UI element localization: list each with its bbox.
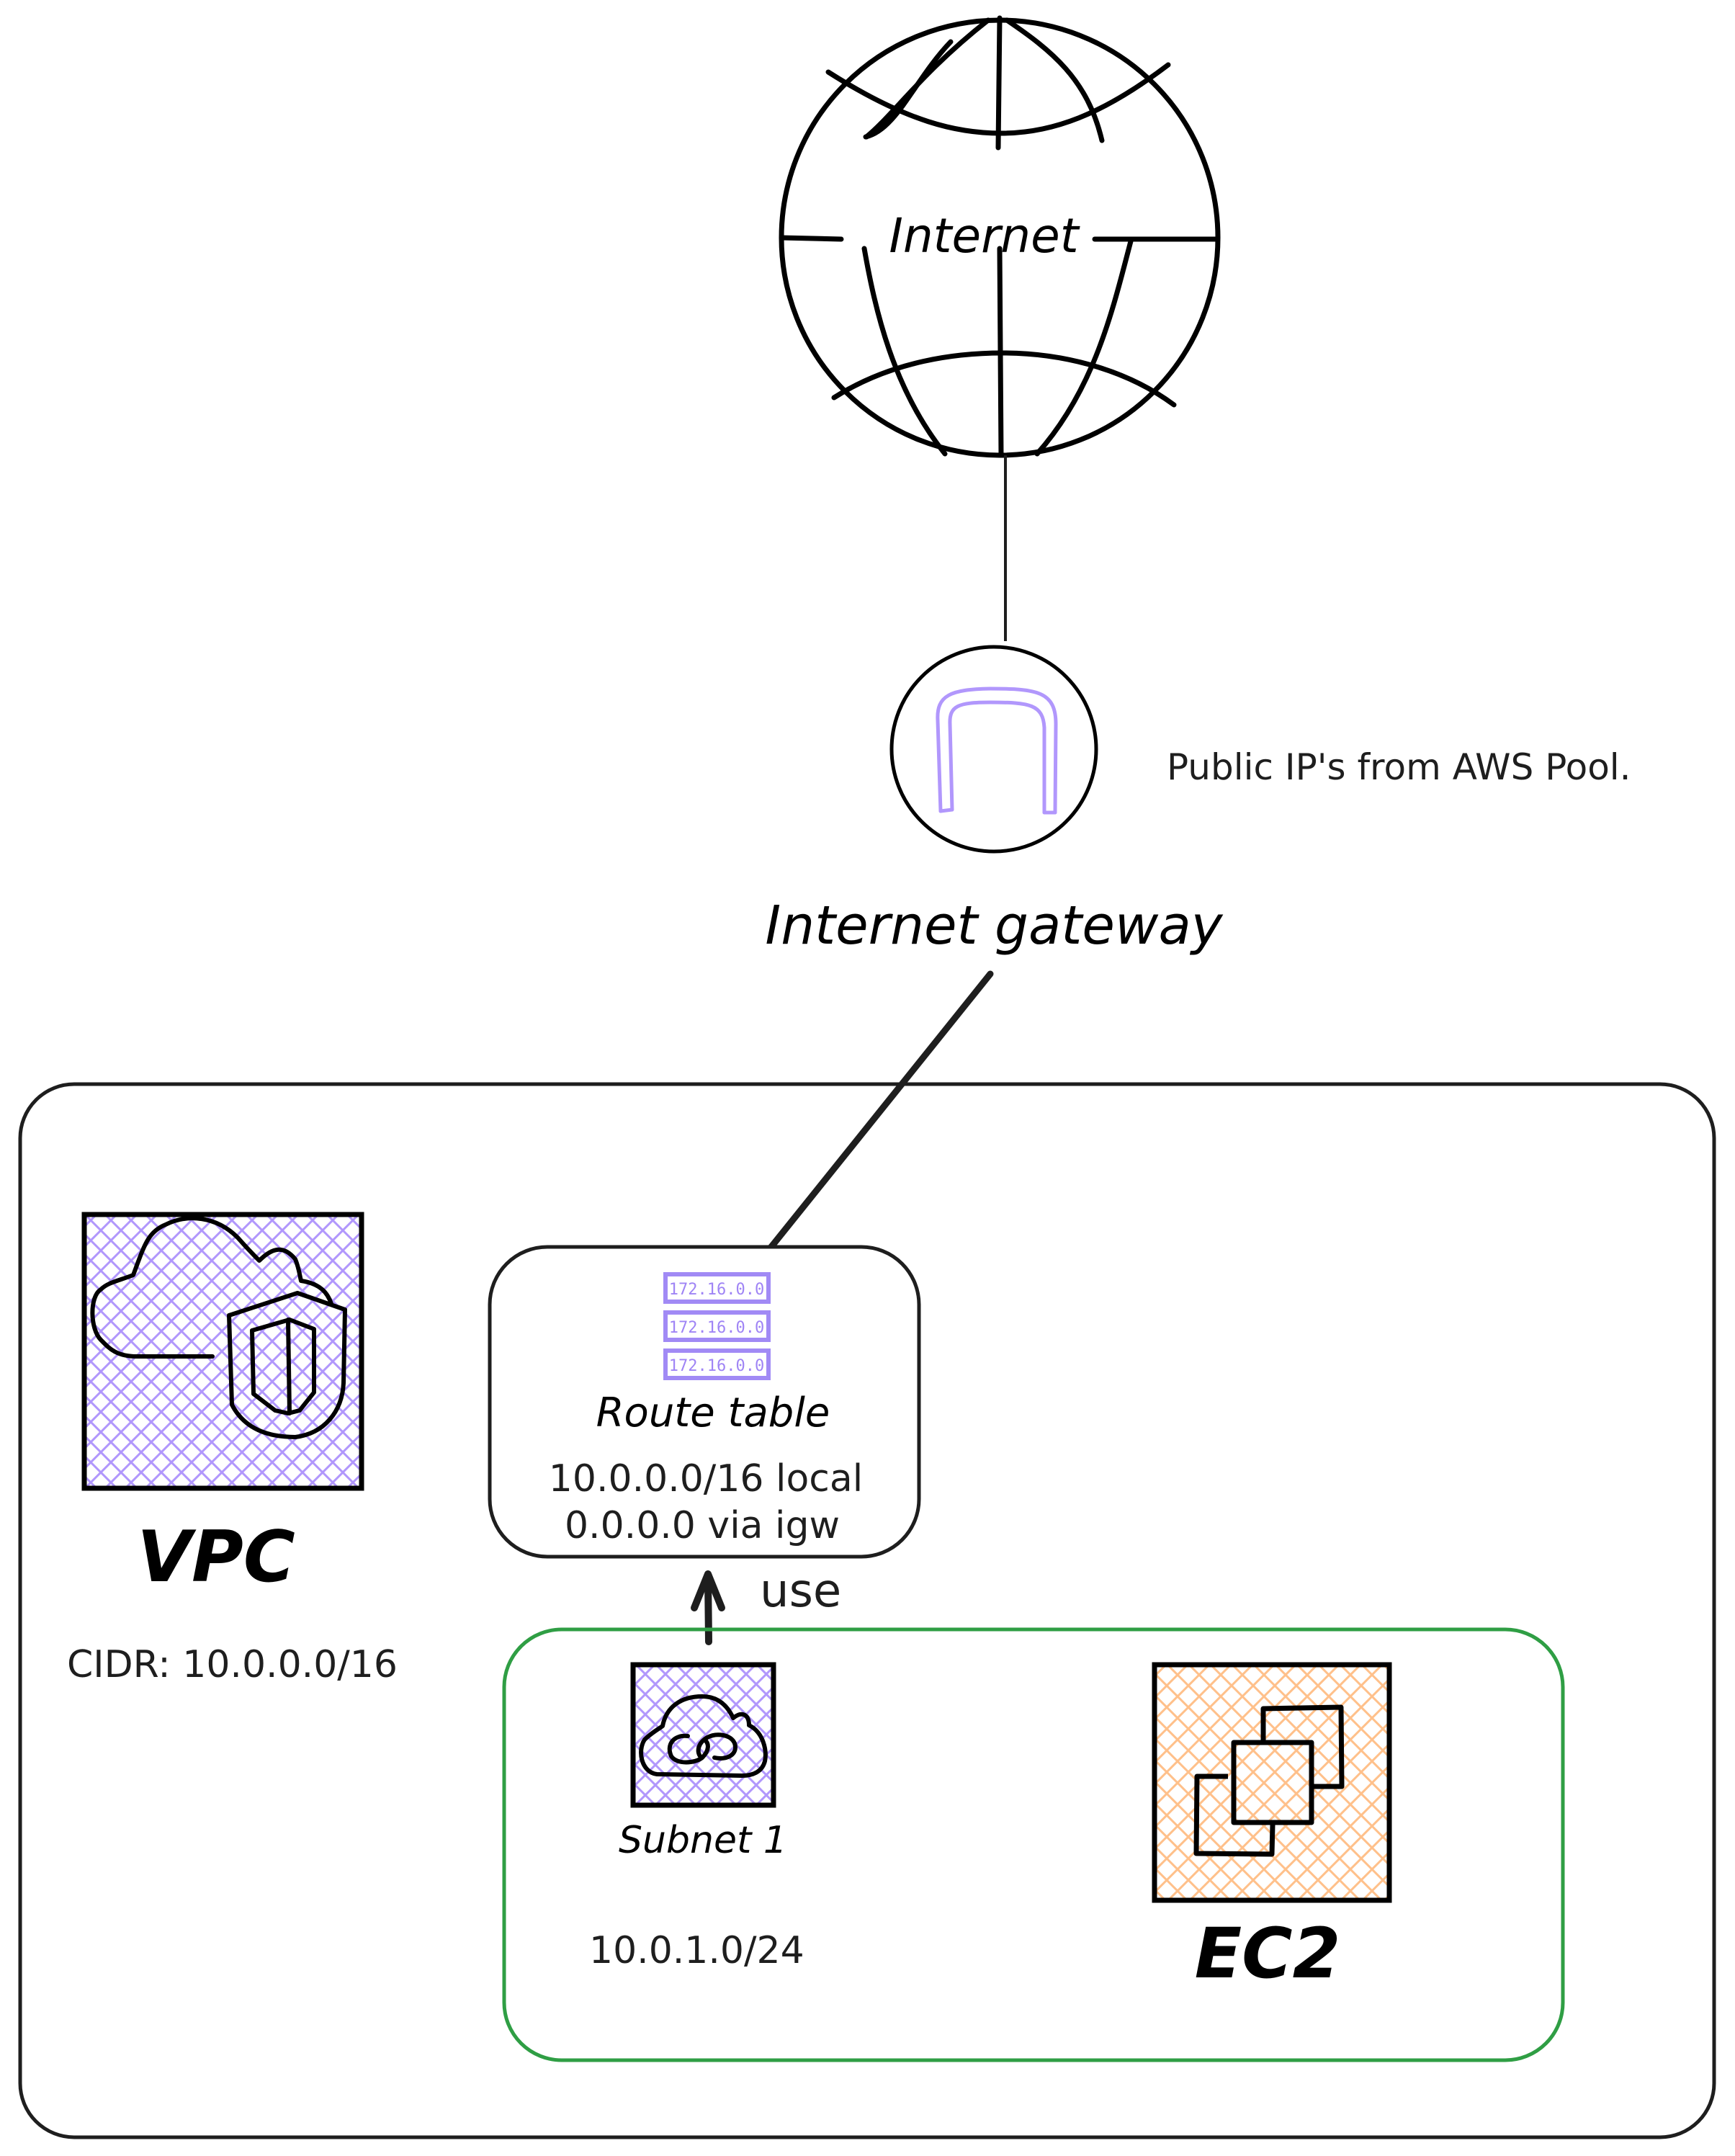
route-entry-icon: 172.16.0.0 bbox=[663, 1272, 771, 1304]
vpc-node[interactable]: VPC CIDR: 10.0.0.0/16 bbox=[67, 1212, 398, 1686]
cloud-link-icon bbox=[639, 1694, 768, 1778]
route-entry-icon: 172.16.0.0 bbox=[663, 1310, 771, 1342]
subnet-cidr: 10.0.1.0/24 bbox=[589, 1929, 804, 1972]
route-table-title: Route table bbox=[596, 1390, 830, 1436]
route-entry: 10.0.0.0/16 local bbox=[549, 1457, 863, 1500]
route-table-box bbox=[488, 1245, 921, 1559]
svg-text:172.16.0.0: 172.16.0.0 bbox=[669, 1281, 764, 1299]
subnet-node[interactable]: Subnet 1 10.0.1.0/24 bbox=[589, 1662, 804, 1972]
route-entry: 0.0.0.0 via igw bbox=[565, 1504, 840, 1547]
cloud-shield-icon bbox=[90, 1216, 347, 1439]
vpc-cidr: CIDR: 10.0.0.0/16 bbox=[67, 1643, 398, 1686]
ec2-node[interactable]: EC2 bbox=[1152, 1662, 1392, 1994]
internet-globe[interactable]: Internet bbox=[779, 15, 1221, 458]
vpc-container[interactable] bbox=[18, 1082, 1716, 2139]
route-table-node[interactable]: 172.16.0.0 172.16.0.0 172.16.0.0 Route t… bbox=[488, 1245, 921, 1559]
svg-text:172.16.0.0: 172.16.0.0 bbox=[669, 1357, 764, 1375]
vpc-icon-box bbox=[81, 1212, 364, 1491]
ec2-label: EC2 bbox=[1195, 1913, 1341, 1994]
instances-icon bbox=[1193, 1704, 1345, 1857]
subnet-container[interactable] bbox=[502, 1627, 1565, 2062]
svg-text:172.16.0.0: 172.16.0.0 bbox=[669, 1319, 764, 1337]
subnet-label: Subnet 1 bbox=[619, 1819, 787, 1862]
vpc-label: VPC bbox=[137, 1516, 295, 1598]
internet-gateway[interactable]: Public IP's from AWS Pool. Internet gate… bbox=[765, 645, 1631, 957]
globe-icon bbox=[779, 15, 1221, 458]
gateway-label: Internet gateway bbox=[765, 895, 1223, 957]
internet-label: Internet bbox=[889, 208, 1080, 264]
use-label: use bbox=[760, 1565, 841, 1618]
internet-gateway-arch-icon bbox=[936, 686, 1058, 815]
gateway-circle bbox=[889, 645, 1098, 854]
subnet-icon-box bbox=[630, 1662, 776, 1808]
gateway-note: Public IP's from AWS Pool. bbox=[1167, 746, 1631, 788]
route-entries-icon: 172.16.0.0 172.16.0.0 172.16.0.0 bbox=[663, 1272, 771, 1380]
ec2-icon-box bbox=[1152, 1662, 1392, 1903]
connector-gateway-routetable bbox=[767, 970, 994, 1251]
route-entry-icon: 172.16.0.0 bbox=[663, 1348, 771, 1380]
